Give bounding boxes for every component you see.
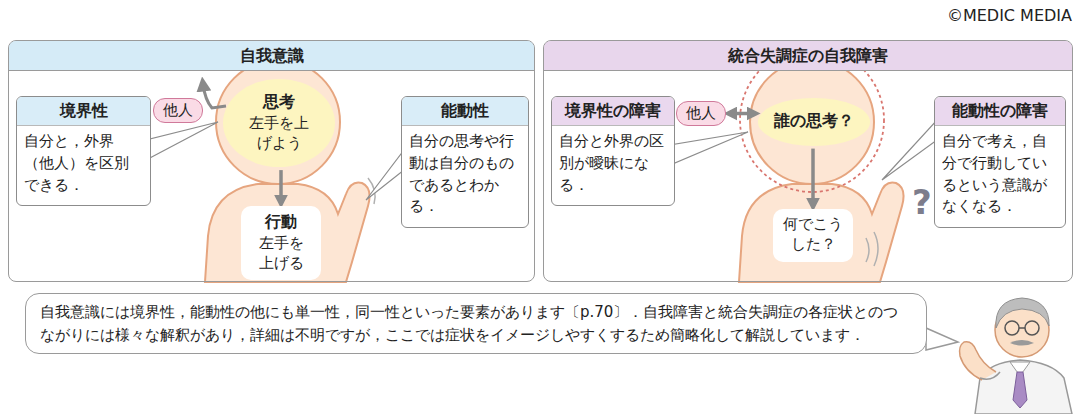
heading-text: 他人: [686, 104, 716, 123]
thought-bubble: 誰の思考？: [758, 98, 870, 146]
heading-text: 思考: [233, 91, 325, 113]
callout-tail: [882, 120, 937, 180]
bubble-tail: [926, 328, 958, 350]
heading-text: 誰の思考？: [768, 110, 860, 132]
person-figure: [205, 60, 375, 282]
callout-tail: [146, 122, 218, 160]
heading-text: 自我意識: [9, 41, 534, 71]
body-text: 自分で考え，自分で行動しているという意識がなくなる．: [935, 126, 1065, 225]
body-text: 左手を上げよう: [248, 113, 311, 154]
panel-header-ground: [9, 41, 534, 70]
action-box: 行動左手を上げる: [241, 206, 321, 280]
heading-text: 能動性: [402, 97, 528, 126]
callout-box: 能動性の障害自分で考え，自分で行動しているという意識がなくなる．: [934, 96, 1066, 228]
heading-text: 境界性の障害: [552, 97, 674, 126]
flow-arrow: [279, 170, 283, 203]
callout-box: 能動性自分の思考や行動は自分のものであるとわかる．: [401, 96, 529, 228]
heading-text: 何でこうした？: [782, 214, 845, 255]
body-text: 自分と，外界（他人）を区別できる．: [17, 126, 150, 203]
other-person-tag: 他人: [153, 98, 203, 123]
heading-text: 他人: [163, 101, 193, 120]
panel-header-ground: [544, 41, 1072, 70]
question-mark: ?: [912, 182, 932, 222]
body-text: 左手を上げる: [256, 233, 306, 274]
flow-arrow: [729, 112, 755, 116]
callout-tail: [366, 150, 404, 200]
heading-text: 能動性の障害: [935, 97, 1065, 126]
flow-arrow: [811, 149, 815, 206]
body-text: 自分の思考や行動は自分のものであるとわかる．: [402, 126, 528, 225]
deflect-arrow: [203, 84, 226, 108]
callout-box: 境界性自分と，外界（他人）を区別できる．: [16, 96, 151, 206]
thought-bubble: 思考左手を上げよう: [223, 79, 335, 167]
body-text: 自分と外界の区別が曖昧になる．: [552, 126, 674, 203]
callout-tail: [670, 132, 748, 165]
heading-text: 境界性: [17, 97, 150, 126]
heading-text: 統合失調症の自我障害: [544, 41, 1072, 71]
heading-text: 自我意識には境界性，能動性の他にも単一性，同一性といった要素があります〔p.70…: [40, 301, 912, 346]
copyright: ©MEDIC MEDIA: [947, 6, 1072, 25]
panel: 境界性自分と，外界（他人）を区別できる． 他人 思考左手を上げよう行動左手を上げる 能…: [8, 40, 535, 282]
speech-bubble: 自我意識には境界性，能動性の他にも単一性，同一性といった要素があります〔p.70…: [25, 293, 927, 354]
action-box: 何でこうした？: [773, 209, 853, 262]
person-figure: [739, 48, 904, 282]
other-person-tag: 他人: [676, 101, 726, 126]
panel: 境界性の障害自分と外界の区別が曖昧になる． 他人 誰の思考？ 何でこうした？ 能動性の障…: [543, 40, 1073, 282]
heading-text: 行動: [245, 211, 317, 233]
doctor-figure: [960, 298, 1073, 414]
callout-box: 境界性の障害自分と外界の区別が曖昧になる．: [551, 96, 675, 206]
